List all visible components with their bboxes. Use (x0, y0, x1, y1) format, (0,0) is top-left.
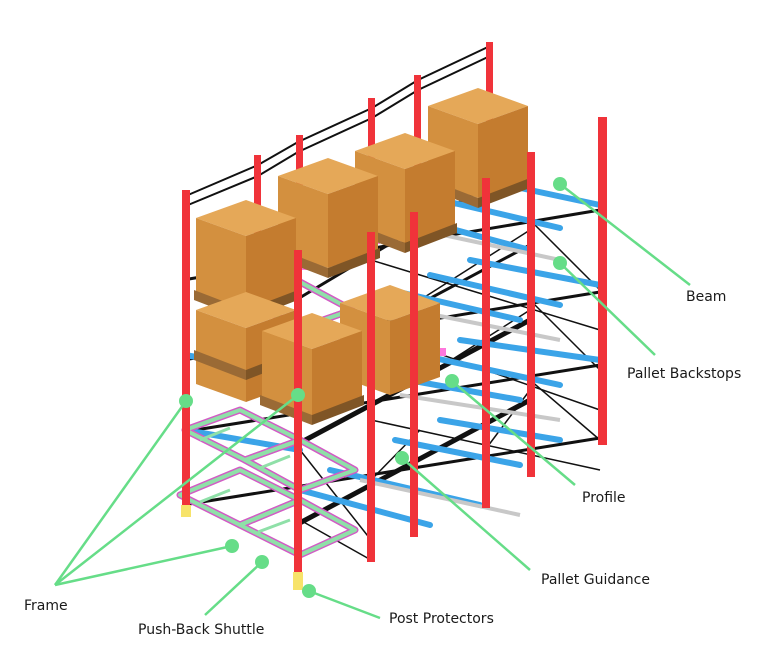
label-push-back-shuttle: Push-Back Shuttle (138, 622, 265, 638)
post-protectors (181, 505, 303, 590)
label-pallet-backstops: Pallet Backstops (627, 366, 742, 382)
label-beam: Beam (686, 289, 727, 305)
callout-dots (179, 177, 567, 598)
label-pallet-guidance: Pallet Guidance (541, 572, 650, 588)
pallet-loads-second (194, 285, 440, 425)
top-wire-lines (187, 45, 491, 206)
front-uprights (182, 117, 607, 590)
label-post-protectors: Post Protectors (389, 611, 494, 627)
label-frame: Frame (24, 598, 68, 614)
label-profile: Profile (582, 490, 626, 506)
callout-lines (53, 183, 691, 620)
